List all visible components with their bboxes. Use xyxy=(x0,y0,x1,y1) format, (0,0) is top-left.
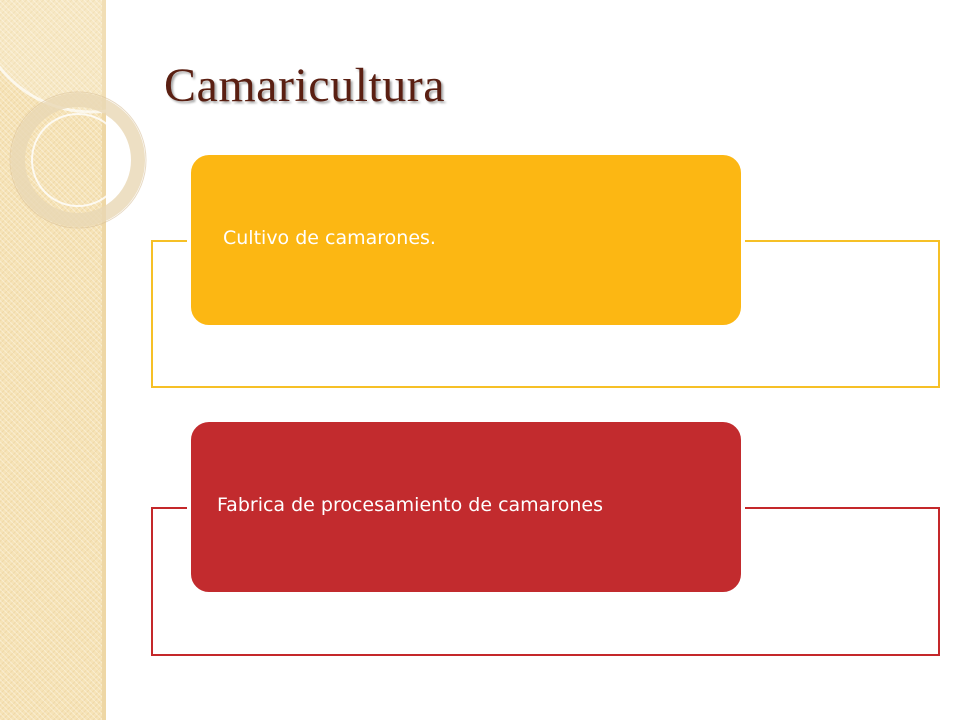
decorative-side-band xyxy=(0,0,106,720)
box-cultivo: Cultivo de camarones. xyxy=(187,151,745,329)
box-cultivo-label: Cultivo de camarones. xyxy=(223,227,436,249)
side-band-edge xyxy=(102,0,106,720)
box-fabrica: Fabrica de procesamiento de camarones xyxy=(187,418,745,596)
box-fabrica-label: Fabrica de procesamiento de camarones xyxy=(217,494,603,516)
decorative-circles-icon xyxy=(0,0,200,229)
slide-title: Camaricultura xyxy=(164,59,446,112)
